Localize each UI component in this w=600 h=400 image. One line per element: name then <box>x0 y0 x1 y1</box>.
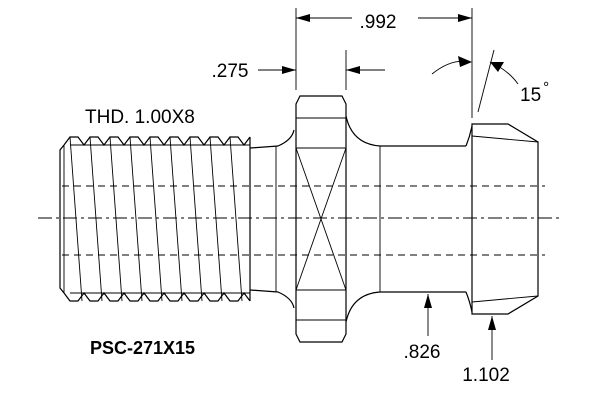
relief-neck <box>249 129 295 309</box>
threaded-section <box>59 136 251 302</box>
dim-flange-width-label: .275 <box>212 61 249 82</box>
dim-neck-diameter-label: .826 <box>404 342 441 363</box>
dim-angle-label: 15° <box>520 79 549 106</box>
dim-neck-diameter <box>424 294 432 336</box>
main-body <box>379 125 473 313</box>
hex-flange <box>295 95 347 343</box>
dim-flange-width <box>258 50 385 90</box>
lower-fillet <box>345 291 381 323</box>
pull-stud-head <box>471 123 539 315</box>
part-number-label: PSC-271X15 <box>90 338 195 358</box>
upper-fillet <box>345 115 381 147</box>
dim-length <box>295 8 473 118</box>
dim-head-diameter <box>488 316 496 360</box>
dim-angle <box>431 49 519 113</box>
thread-callout-label: THD. 1.00X8 <box>85 107 195 128</box>
dim-length-label: .992 <box>360 12 397 33</box>
dim-head-diameter-label: 1.102 <box>462 365 510 386</box>
